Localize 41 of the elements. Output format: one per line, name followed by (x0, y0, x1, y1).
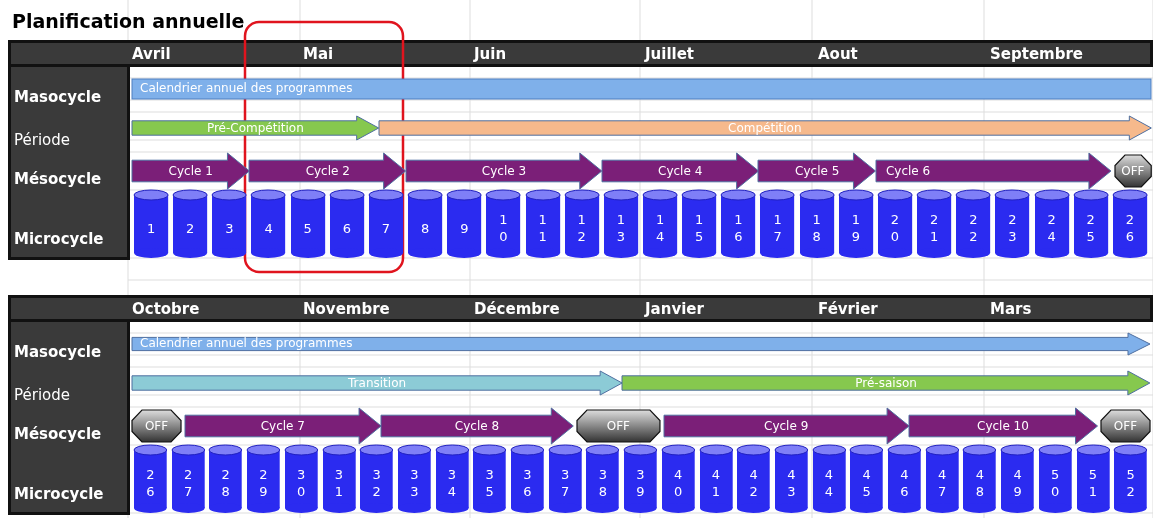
row-label: Microcycle (14, 485, 104, 503)
phase-band: Cycle 3 (406, 153, 602, 189)
phase-band: Cycle 5 (758, 153, 876, 189)
row-label: Masocycle (14, 343, 102, 361)
phase-band: Cycle 8 (380, 408, 574, 444)
month-label: Juin (474, 45, 507, 63)
phase-band: Transition (132, 371, 623, 395)
row-label: Période (14, 386, 70, 404)
off-octagon: OFF (132, 408, 181, 444)
month-label: Janvier (645, 300, 704, 318)
month-label: Mai (303, 45, 334, 63)
row-label: Microcycle (14, 230, 104, 248)
month-label: Avril (132, 45, 171, 63)
month-label: Aout (818, 45, 858, 63)
row-label: Mésocycle (14, 170, 102, 188)
month-label: Décembre (474, 300, 560, 318)
row-label: Période (14, 131, 70, 149)
month-label: Octobre (132, 300, 200, 318)
off-octagon: OFF (1101, 408, 1150, 444)
calendar-bar: Calendrier annuel des programmes (132, 78, 1151, 100)
phase-band: Pré-saison (622, 371, 1150, 395)
phase-band: Cycle 10 (908, 408, 1098, 444)
row-label: Mésocycle (14, 425, 102, 443)
phase-band: Cycle 1 (132, 153, 250, 189)
phase-band: Cycle 7 (184, 408, 381, 444)
phase-band: Pré-Compétition (132, 116, 379, 140)
phase-band: Cycle 9 (663, 408, 909, 444)
row-label: Masocycle (14, 88, 102, 106)
month-label: Juillet (645, 45, 695, 63)
month-label: Février (818, 300, 878, 318)
phase-band: Cycle 6 (875, 153, 1111, 189)
diagram-title: Planification annuelle (12, 10, 245, 32)
phase-band: Compétition (378, 116, 1151, 140)
month-label: Mars (990, 300, 1032, 318)
off-octagon: OFF (1114, 153, 1151, 189)
phase-band: Calendrier annuel des programmes (132, 333, 1150, 355)
off-octagon: OFF (576, 408, 660, 444)
phase-band: Cycle 2 (249, 153, 407, 189)
month-label: Septembre (990, 45, 1083, 63)
month-label: Novembre (303, 300, 390, 318)
phase-band: Cycle 4 (601, 153, 759, 189)
